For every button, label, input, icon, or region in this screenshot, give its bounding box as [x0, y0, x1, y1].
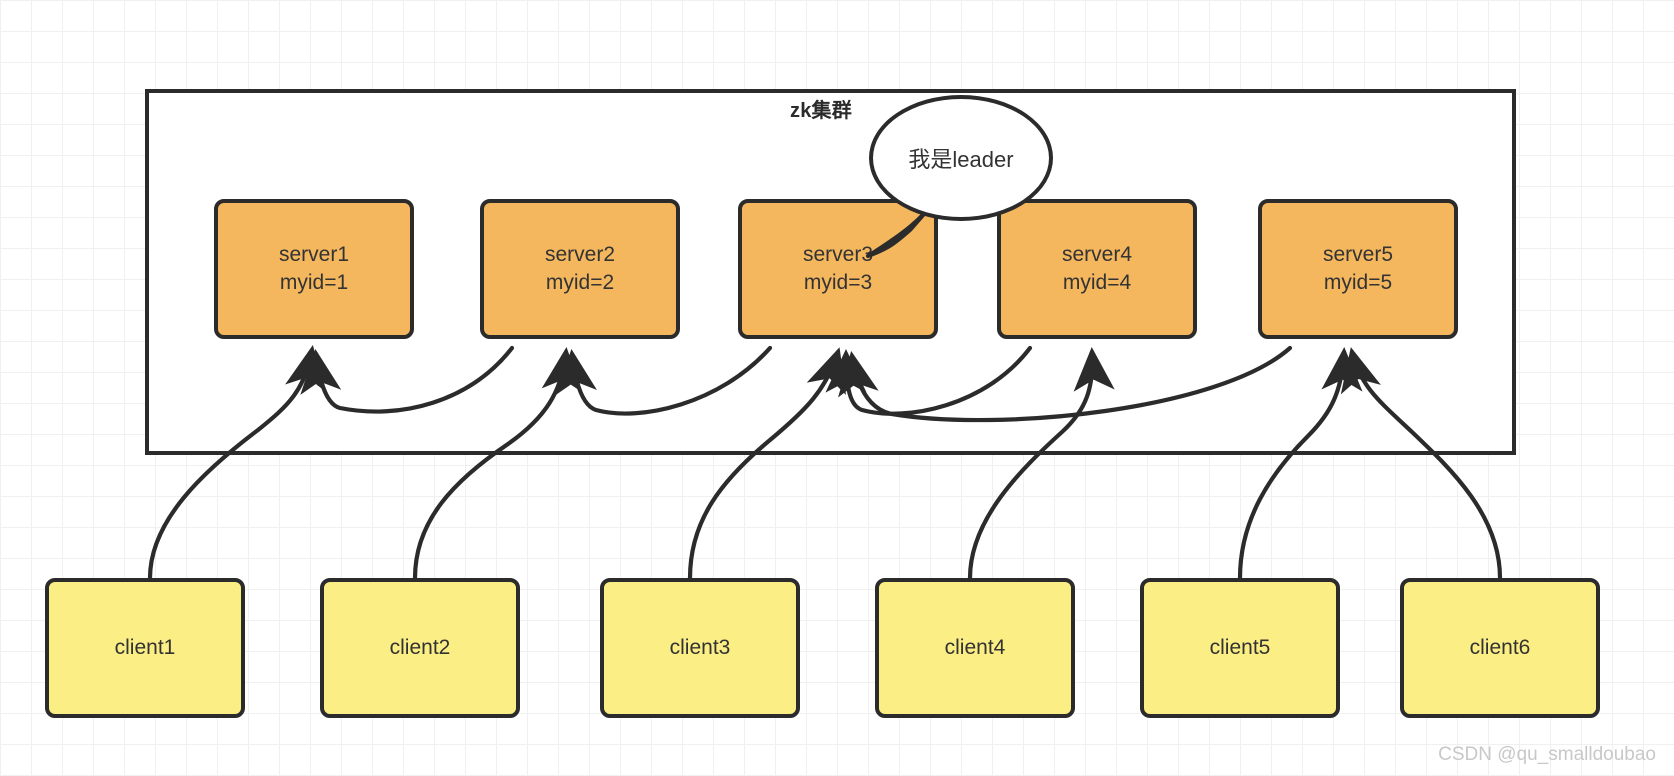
server4-name: server4 [1061, 243, 1133, 267]
server5-myid: myid=5 [1323, 271, 1393, 294]
watermark: CSDN @qu_smalldoubao [1438, 744, 1656, 765]
node-client4[interactable]: client4 [875, 578, 1075, 718]
speech-bubble-leader: 我是leader [869, 95, 1053, 221]
server4-myid: myid=4 [1062, 271, 1132, 294]
node-client3[interactable]: client3 [600, 578, 800, 718]
client3-label: client3 [669, 636, 731, 660]
client5-label: client5 [1209, 636, 1271, 660]
client4-label: client4 [944, 636, 1006, 660]
server5-name: server5 [1322, 243, 1394, 267]
node-server5[interactable]: server5 myid=5 [1258, 199, 1458, 339]
node-client2[interactable]: client2 [320, 578, 520, 718]
speech-bubble-text: 我是leader [908, 147, 1014, 172]
server2-name: server2 [544, 243, 616, 267]
server3-name: server3 [802, 243, 874, 267]
node-server3[interactable]: server3 myid=3 [738, 199, 938, 339]
server2-myid: myid=2 [545, 271, 615, 294]
server1-myid: myid=1 [279, 271, 349, 294]
zk-cluster-label: zk集群 [790, 100, 852, 122]
client6-label: client6 [1469, 636, 1531, 660]
node-client1[interactable]: client1 [45, 578, 245, 718]
node-client6[interactable]: client6 [1400, 578, 1600, 718]
node-server1[interactable]: server1 myid=1 [214, 199, 414, 339]
node-server4[interactable]: server4 myid=4 [997, 199, 1197, 339]
client1-label: client1 [114, 636, 176, 660]
client2-label: client2 [389, 636, 451, 660]
node-server2[interactable]: server2 myid=2 [480, 199, 680, 339]
server1-name: server1 [278, 243, 350, 267]
server3-myid: myid=3 [803, 271, 873, 294]
node-client5[interactable]: client5 [1140, 578, 1340, 718]
